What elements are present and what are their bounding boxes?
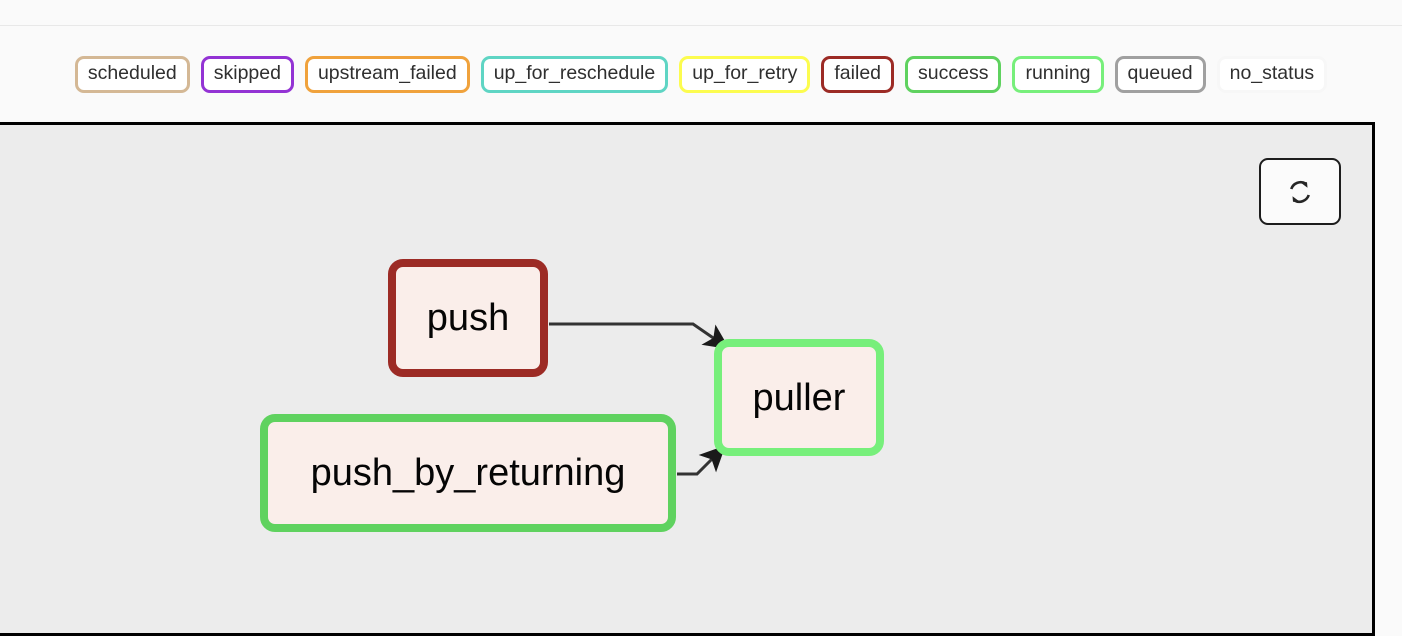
status-badge-label: scheduled [87, 62, 177, 85]
edge-push-to-puller [549, 322, 730, 350]
graph-canvas[interactable]: push puller push_by_returning [0, 122, 1375, 636]
task-node-label: puller [752, 376, 846, 419]
edge-layer [549, 322, 730, 476]
status-badge-up-for-reschedule[interactable]: up_for_reschedule [480, 55, 669, 93]
status-badge-label: up_for_retry [692, 62, 798, 85]
header-divider [0, 25, 1402, 26]
task-node-push[interactable]: push [388, 259, 548, 377]
task-status-legend: scheduled skipped upstream_failed up_for_re… [0, 26, 1402, 122]
refresh-icon [1290, 180, 1310, 203]
graph-right-gutter [1375, 122, 1402, 636]
status-badge-success[interactable]: success [905, 55, 1002, 93]
status-badge-running[interactable]: running [1012, 55, 1104, 93]
status-badge-no-status[interactable]: no_status [1216, 55, 1328, 93]
status-badge-label: skipped [213, 62, 281, 85]
status-badge-label: up_for_reschedule [493, 62, 656, 85]
refresh-button[interactable] [1259, 158, 1341, 225]
task-node-label: push [426, 297, 510, 339]
status-badge-label: queued [1127, 62, 1193, 85]
status-badge-failed[interactable]: failed [821, 55, 895, 93]
task-node-label: push_by_returning [310, 452, 626, 494]
task-node-puller[interactable]: puller [714, 339, 884, 456]
status-badge-scheduled[interactable]: scheduled [74, 55, 190, 93]
edge-push-by-returning-to-puller [677, 445, 726, 476]
status-badge-up-for-retry[interactable]: up_for_retry [679, 55, 811, 93]
status-badge-label: upstream_failed [317, 62, 457, 85]
status-badge-label: success [918, 62, 989, 85]
status-badge-label: no_status [1229, 62, 1315, 85]
status-badge-label: running [1025, 62, 1091, 85]
status-badge-queued[interactable]: queued [1114, 55, 1206, 93]
status-badge-label: failed [834, 62, 882, 85]
task-node-push-by-returning[interactable]: push_by_returning [260, 414, 676, 532]
status-badge-skipped[interactable]: skipped [200, 55, 294, 93]
status-badge-upstream-failed[interactable]: upstream_failed [304, 55, 470, 93]
